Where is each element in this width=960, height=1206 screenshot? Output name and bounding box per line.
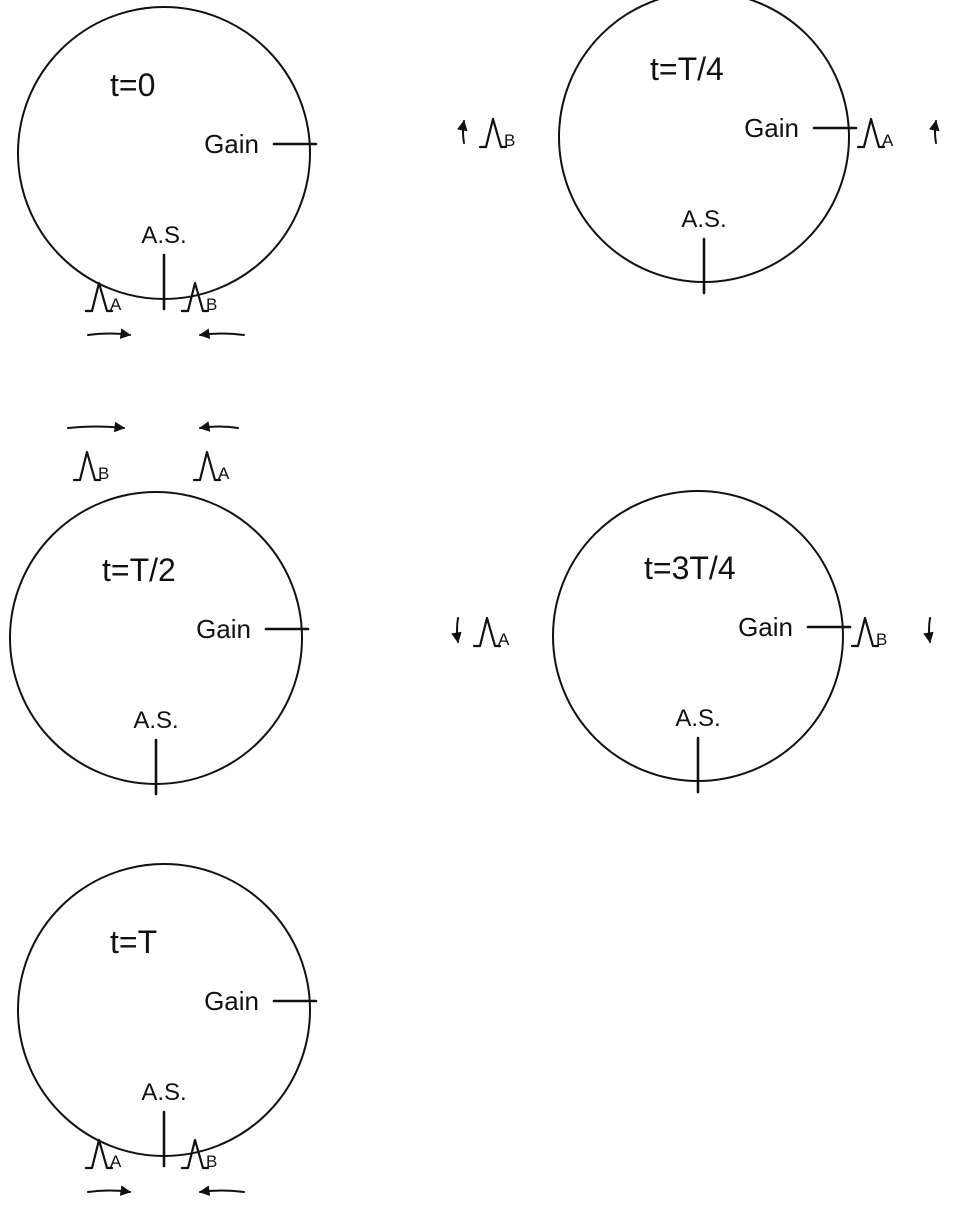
absorber-label: A.S. bbox=[141, 1079, 186, 1106]
pulse-shape bbox=[478, 117, 508, 149]
pulse-label: A bbox=[218, 464, 230, 483]
pulse-a: A bbox=[472, 616, 510, 649]
time-label: t=3T/4 bbox=[644, 550, 736, 586]
pulse-b: B bbox=[180, 1138, 217, 1171]
direction-arrow bbox=[67, 421, 126, 433]
direction-arrow bbox=[923, 617, 934, 644]
pulse-b: B bbox=[180, 281, 217, 314]
direction-arrow bbox=[929, 119, 940, 144]
pulse-shape bbox=[850, 616, 880, 648]
pulse-label: B bbox=[98, 464, 109, 483]
gain-label: Gain bbox=[196, 614, 251, 644]
pulse-a: A bbox=[856, 117, 894, 150]
pulse-label: A bbox=[110, 295, 122, 314]
pulse-b: B bbox=[850, 616, 887, 649]
direction-arrow bbox=[198, 1185, 245, 1196]
pulse-label: A bbox=[498, 630, 510, 649]
pulse-a: A bbox=[84, 281, 122, 314]
absorber-label: A.S. bbox=[133, 707, 178, 734]
pulse-shape bbox=[856, 117, 886, 149]
pulse-b: B bbox=[478, 117, 515, 150]
pulse-label: B bbox=[504, 131, 515, 150]
pulse-label: B bbox=[206, 295, 217, 314]
pulse-label: B bbox=[206, 1152, 217, 1171]
absorber-label: A.S. bbox=[675, 705, 720, 732]
pulse-b: B bbox=[72, 450, 109, 483]
pulse-a: A bbox=[192, 450, 230, 483]
pulse-shape bbox=[192, 450, 222, 482]
pulse-label: B bbox=[876, 630, 887, 649]
pulse-shape bbox=[72, 450, 102, 482]
pulse-shape bbox=[84, 1138, 114, 1170]
pulse-shape bbox=[472, 616, 502, 648]
gain-label: Gain bbox=[744, 113, 799, 143]
gain-label: Gain bbox=[204, 129, 259, 159]
pulse-shape bbox=[84, 281, 114, 313]
direction-arrow bbox=[198, 421, 239, 432]
direction-arrow bbox=[87, 328, 132, 339]
absorber-label: A.S. bbox=[681, 206, 726, 233]
pulse-shape bbox=[180, 1138, 210, 1170]
direction-arrow bbox=[451, 617, 462, 644]
pulse-label: A bbox=[882, 131, 894, 150]
pulse-shape bbox=[180, 281, 210, 313]
pulse-a: A bbox=[84, 1138, 122, 1171]
direction-arrow bbox=[87, 1185, 132, 1196]
direction-arrow bbox=[457, 119, 468, 144]
absorber-label: A.S. bbox=[141, 222, 186, 249]
gain-label: Gain bbox=[738, 612, 793, 642]
pulse-label: A bbox=[110, 1152, 122, 1171]
time-label: t=T bbox=[110, 924, 157, 960]
time-label: t=0 bbox=[110, 67, 155, 103]
gain-label: Gain bbox=[204, 986, 259, 1016]
time-label: t=T/4 bbox=[650, 51, 724, 87]
time-label: t=T/2 bbox=[102, 552, 176, 588]
direction-arrow bbox=[198, 328, 245, 339]
